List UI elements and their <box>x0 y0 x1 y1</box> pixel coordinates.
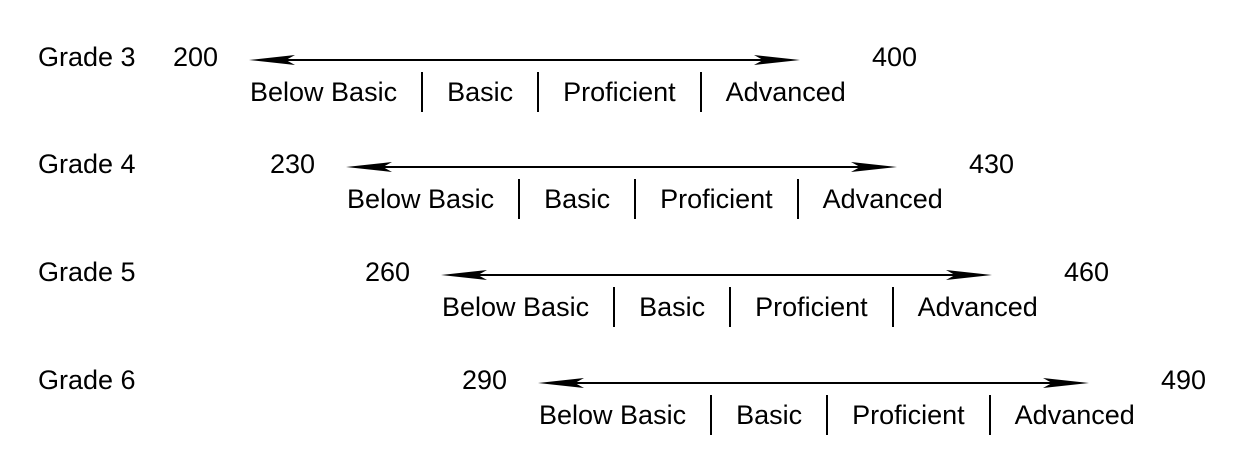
level-divider <box>518 179 521 219</box>
scale-max-value: 490 <box>1161 365 1207 395</box>
level-label-advanced: Advanced <box>1014 399 1135 430</box>
scale-max-value: 430 <box>969 149 1015 179</box>
level-label-basic: Basic <box>639 291 706 322</box>
level-label-basic: Basic <box>736 399 803 430</box>
performance-levels: Below Basic Basic Proficient Advanced <box>347 179 943 219</box>
level-label-advanced: Advanced <box>822 183 943 214</box>
level-label-proficient: Proficient <box>852 399 965 430</box>
level-divider <box>796 179 799 219</box>
level-divider <box>537 72 540 112</box>
level-label-proficient: Proficient <box>660 183 773 214</box>
level-divider <box>613 287 616 327</box>
level-divider <box>710 395 713 435</box>
scale-max-value: 400 <box>872 42 918 72</box>
grade-label: Grade 4 <box>38 149 136 179</box>
level-divider <box>826 395 829 435</box>
performance-levels: Below Basic Basic Proficient Advanced <box>250 72 846 112</box>
double-arrow-icon <box>441 270 992 280</box>
level-divider <box>988 395 991 435</box>
scale-max-value: 460 <box>1064 257 1110 287</box>
level-divider <box>699 72 702 112</box>
level-label-below-basic: Below Basic <box>250 76 398 107</box>
level-divider <box>891 287 894 327</box>
grade-label: Grade 5 <box>38 257 136 287</box>
level-label-basic: Basic <box>544 183 611 214</box>
double-arrow-icon <box>538 378 1089 388</box>
grade-label: Grade 3 <box>38 42 136 72</box>
scale-min-value: 200 <box>172 42 218 72</box>
level-label-advanced: Advanced <box>725 76 846 107</box>
double-arrow-icon <box>249 55 800 65</box>
level-divider <box>421 72 424 112</box>
level-label-proficient: Proficient <box>755 291 868 322</box>
level-label-below-basic: Below Basic <box>539 399 687 430</box>
performance-levels: Below Basic Basic Proficient Advanced <box>442 287 1038 327</box>
grade-label: Grade 6 <box>38 365 136 395</box>
level-label-proficient: Proficient <box>563 76 676 107</box>
scale-min-value: 290 <box>461 365 507 395</box>
scale-min-value: 260 <box>364 257 410 287</box>
level-label-advanced: Advanced <box>917 291 1038 322</box>
level-label-below-basic: Below Basic <box>442 291 590 322</box>
level-divider <box>729 287 732 327</box>
double-arrow-icon <box>346 162 897 172</box>
performance-levels: Below Basic Basic Proficient Advanced <box>539 395 1135 435</box>
level-divider <box>634 179 637 219</box>
level-label-basic: Basic <box>447 76 514 107</box>
scale-min-value: 230 <box>269 149 315 179</box>
level-label-below-basic: Below Basic <box>347 183 495 214</box>
